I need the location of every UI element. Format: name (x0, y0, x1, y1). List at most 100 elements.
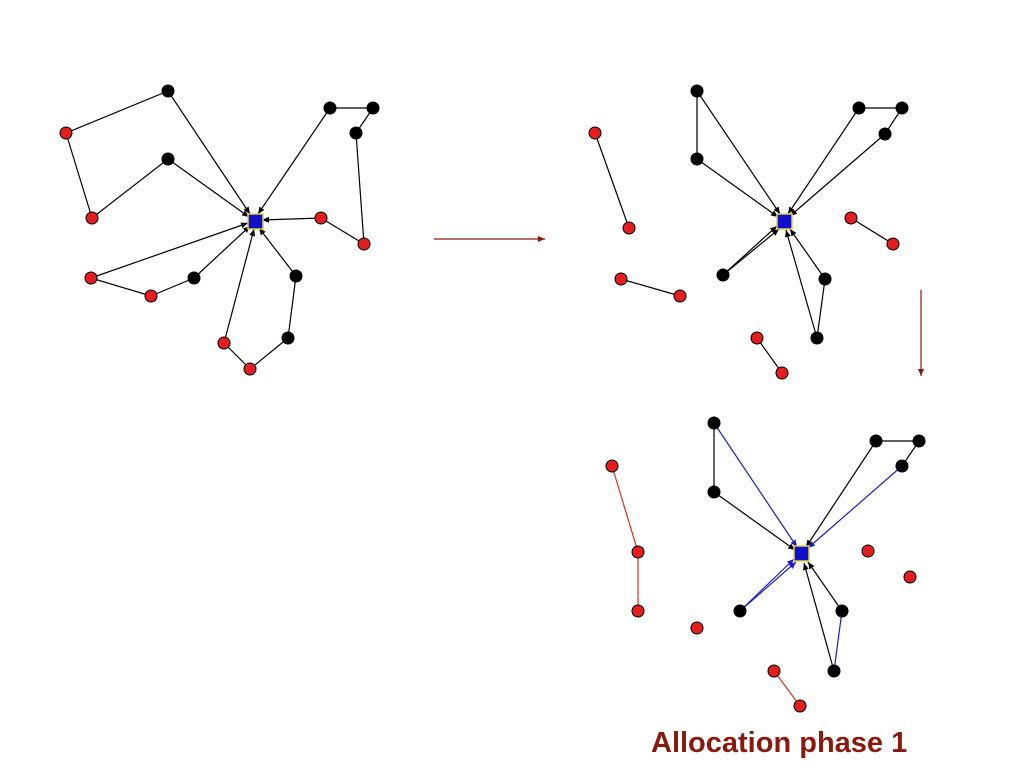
edge (249, 337, 289, 370)
edge (167, 90, 251, 215)
nodes (588, 84, 909, 380)
edge (261, 216, 322, 223)
red-node (59, 126, 73, 140)
red-node (622, 221, 636, 235)
black-node (690, 152, 704, 166)
red-node (861, 544, 875, 558)
graph-allocation (605, 416, 926, 713)
black-node (707, 416, 721, 430)
red-node (631, 545, 645, 559)
edge (789, 133, 886, 217)
black-node (187, 271, 201, 285)
black-node (366, 101, 380, 115)
black-node (733, 604, 747, 618)
red-node (217, 336, 231, 350)
edge (722, 228, 780, 276)
black-node (852, 101, 866, 115)
edge (696, 90, 781, 215)
edge-red (611, 465, 639, 553)
edge (713, 491, 796, 551)
black-node (810, 331, 824, 345)
black-node (716, 268, 730, 282)
edge-red (773, 670, 801, 707)
black-node (349, 126, 363, 140)
red-node (750, 331, 764, 345)
red-node (85, 211, 99, 225)
edge (258, 227, 297, 277)
sink-node (247, 213, 264, 230)
edge-blue (739, 561, 797, 612)
edge (193, 225, 251, 279)
black-node (835, 604, 849, 618)
red-node (614, 272, 628, 286)
black-node (895, 459, 909, 473)
red-node (631, 604, 645, 618)
black-node (707, 485, 721, 499)
nodes (59, 84, 380, 376)
black-node (912, 434, 926, 448)
black-node (690, 84, 704, 98)
black-node (281, 331, 295, 345)
edge (320, 217, 365, 245)
black-node (869, 434, 883, 448)
red-node (314, 211, 328, 225)
red-node (690, 621, 704, 635)
red-node (673, 289, 687, 303)
nodes (605, 416, 926, 713)
edge (850, 217, 894, 245)
edge (756, 337, 783, 374)
red-node (793, 699, 807, 713)
edge (816, 278, 826, 339)
red-node (588, 126, 602, 140)
black-node (827, 664, 841, 678)
edge (257, 107, 331, 215)
black-node (878, 127, 892, 141)
edge (696, 158, 779, 218)
black-node (289, 269, 303, 283)
graph-intermediate (588, 84, 909, 380)
red-node (886, 237, 900, 251)
edge (787, 107, 860, 215)
red-node (357, 237, 371, 251)
sink-node (793, 545, 810, 562)
edge (355, 132, 365, 245)
edge (167, 158, 250, 218)
edge-blue (833, 610, 843, 672)
edge (223, 228, 256, 344)
graph-initial (59, 84, 380, 376)
edge (805, 440, 877, 548)
red-node (767, 664, 781, 678)
black-node (161, 84, 175, 98)
black-node (161, 152, 175, 166)
edge (65, 132, 93, 219)
edge (807, 561, 843, 612)
black-node (323, 101, 337, 115)
red-node (243, 362, 257, 376)
edge (65, 90, 169, 134)
edge (150, 277, 195, 297)
sink-node (776, 213, 793, 230)
edge-blue (807, 465, 903, 549)
edges (594, 90, 903, 374)
edge (287, 275, 297, 339)
red-node (605, 459, 619, 473)
slide-title: Allocation phase 1 (651, 727, 908, 759)
red-node (144, 289, 158, 303)
edges (65, 90, 374, 370)
red-node (903, 570, 917, 584)
edge (91, 158, 169, 219)
black-node (895, 101, 909, 115)
red-node (844, 211, 858, 225)
red-node (775, 366, 789, 380)
edge-blue (713, 422, 798, 548)
edge (789, 228, 826, 280)
edges (611, 422, 920, 707)
edge (594, 132, 630, 229)
edge (802, 562, 835, 672)
black-node (818, 272, 832, 286)
red-node (84, 271, 98, 285)
edge (90, 277, 152, 297)
edge (620, 278, 681, 297)
edge (785, 229, 818, 339)
edge (90, 222, 249, 279)
